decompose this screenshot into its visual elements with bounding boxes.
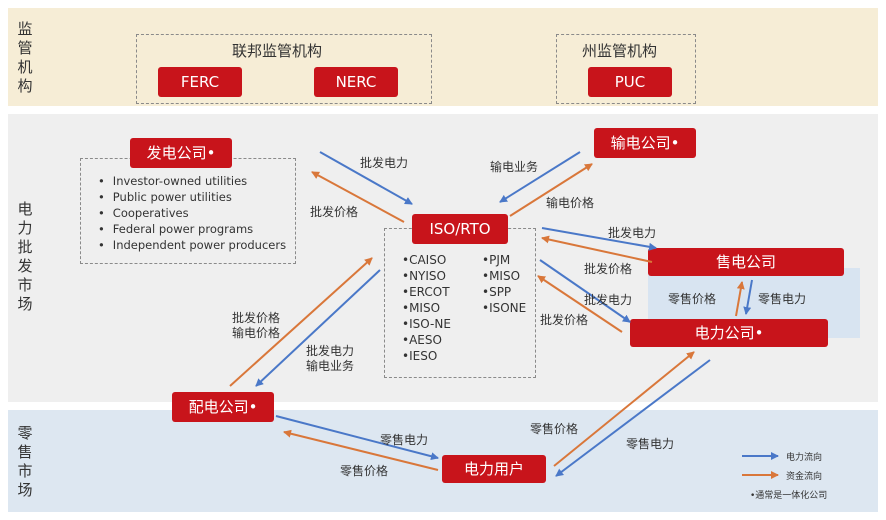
label-dist-power-2: 输电业务	[306, 359, 355, 373]
ferc-box: FERC	[158, 67, 242, 97]
iso-item: •IESO	[402, 349, 438, 363]
label-gen-wholesale-price: 批发价格	[310, 205, 359, 219]
genco-type-item: Public power utilities	[110, 189, 286, 205]
label-util-retail-price: 零售价格	[530, 422, 579, 436]
iso-node: ISO/RTO	[412, 214, 508, 244]
wholesale-band-label: 电 力 批 发 市 场	[17, 200, 33, 313]
label-dist-power-1: 批发电力	[306, 344, 355, 358]
iso-item: •MISO	[482, 269, 521, 283]
consumer-node: 电力用户	[442, 455, 546, 483]
state-regulator-title: 州监管机构	[582, 42, 658, 60]
state-regulator-group	[556, 34, 696, 104]
retail-band-label: 零 售 市 场	[17, 424, 33, 499]
iso-item: •ISONE	[482, 301, 527, 315]
label-gen-wholesale-power: 批发电力	[360, 156, 409, 170]
label-dist-retail-power: 零售电力	[380, 433, 429, 447]
genco-type-item: Independent power producers	[110, 237, 286, 253]
genco-node: 发电公司•	[130, 138, 232, 168]
arrow-iso-to-utility-power	[539, 259, 631, 323]
iso-list-col1: •CAISO •NYISO •ERCOT •MISO •ISO-NE •AESO…	[402, 252, 451, 364]
arrow-retailer-to-utility-power	[743, 279, 753, 315]
nerc-box: NERC	[314, 67, 398, 97]
label-ret-wholesale-power: 批发电力	[608, 226, 657, 240]
legend-power-label: 电力流向	[786, 453, 823, 463]
iso-item: •MISO	[402, 301, 441, 315]
arrow-dist-to-consumer-power	[275, 415, 439, 461]
iso-item: •PJM	[482, 253, 511, 267]
utility-node: 电力公司•	[630, 319, 828, 347]
label-ret-retail-power: 零售电力	[758, 292, 807, 306]
arrow-utility-to-iso-money	[537, 275, 623, 333]
arrow-dist-to-iso-money	[229, 257, 373, 387]
arrow-utility-to-consumer-power	[555, 359, 711, 477]
distco-node: 配电公司•	[172, 392, 274, 422]
federal-regulator-title: 联邦监管机构	[232, 42, 323, 60]
label-ret-wholesale-price: 批发价格	[584, 262, 633, 276]
iso-list-col2: •PJM •MISO •SPP •ISONE	[482, 252, 526, 316]
label-util-wholesale-price: 批发价格	[540, 313, 589, 327]
puc-box: PUC	[588, 67, 672, 97]
federal-regulator-group	[136, 34, 432, 104]
genco-types-list: Investor-owned utilities Public power ut…	[96, 173, 286, 253]
legend-money-label: 资金流向	[786, 472, 823, 482]
transco-node: 输电公司•	[594, 128, 696, 158]
arrow-iso-to-trans-money	[509, 163, 593, 217]
iso-item: •AESO	[402, 333, 442, 347]
label-ret-retail-price: 零售价格	[668, 292, 717, 306]
label-dist-price-1: 批发价格	[232, 311, 281, 325]
regulator-band: 监 管 机 构	[8, 8, 878, 106]
arrow-gen-to-iso-power	[319, 151, 413, 205]
iso-item: •ISO-NE	[402, 317, 451, 331]
genco-type-item: Cooperatives	[110, 205, 286, 221]
regulator-band-label: 监 管 机 构	[17, 20, 33, 95]
iso-item: •ERCOT	[402, 285, 450, 299]
arrow-utility-to-retailer-money	[735, 281, 745, 317]
arrow-consumer-to-dist-money	[283, 429, 439, 471]
arrow-trans-to-iso-power	[499, 151, 581, 203]
retailer-node: 售电公司	[648, 248, 844, 276]
legend-note: •通常是一体化公司	[750, 491, 828, 501]
label-util-wholesale-power: 批发电力	[584, 293, 633, 307]
arrow-consumer-to-utility-money	[553, 351, 695, 467]
arrow-iso-to-gen-money	[311, 171, 405, 223]
arrow-retailer-to-iso-money	[541, 235, 653, 263]
label-dist-price-2: 输电价格	[232, 326, 281, 340]
arrow-iso-to-dist-power	[255, 269, 381, 387]
label-trans-price: 输电价格	[546, 196, 595, 210]
genco-type-item: Investor-owned utilities	[110, 173, 286, 189]
label-dist-retail-price: 零售价格	[340, 464, 389, 478]
genco-type-item: Federal power programs	[110, 221, 286, 237]
arrow-iso-to-retailer-power	[541, 227, 657, 251]
label-trans-service: 输电业务	[490, 160, 539, 174]
iso-item: •SPP	[482, 285, 512, 299]
iso-item: •CAISO	[402, 253, 447, 267]
label-util-retail-power: 零售电力	[626, 437, 675, 451]
iso-item: •NYISO	[402, 269, 446, 283]
